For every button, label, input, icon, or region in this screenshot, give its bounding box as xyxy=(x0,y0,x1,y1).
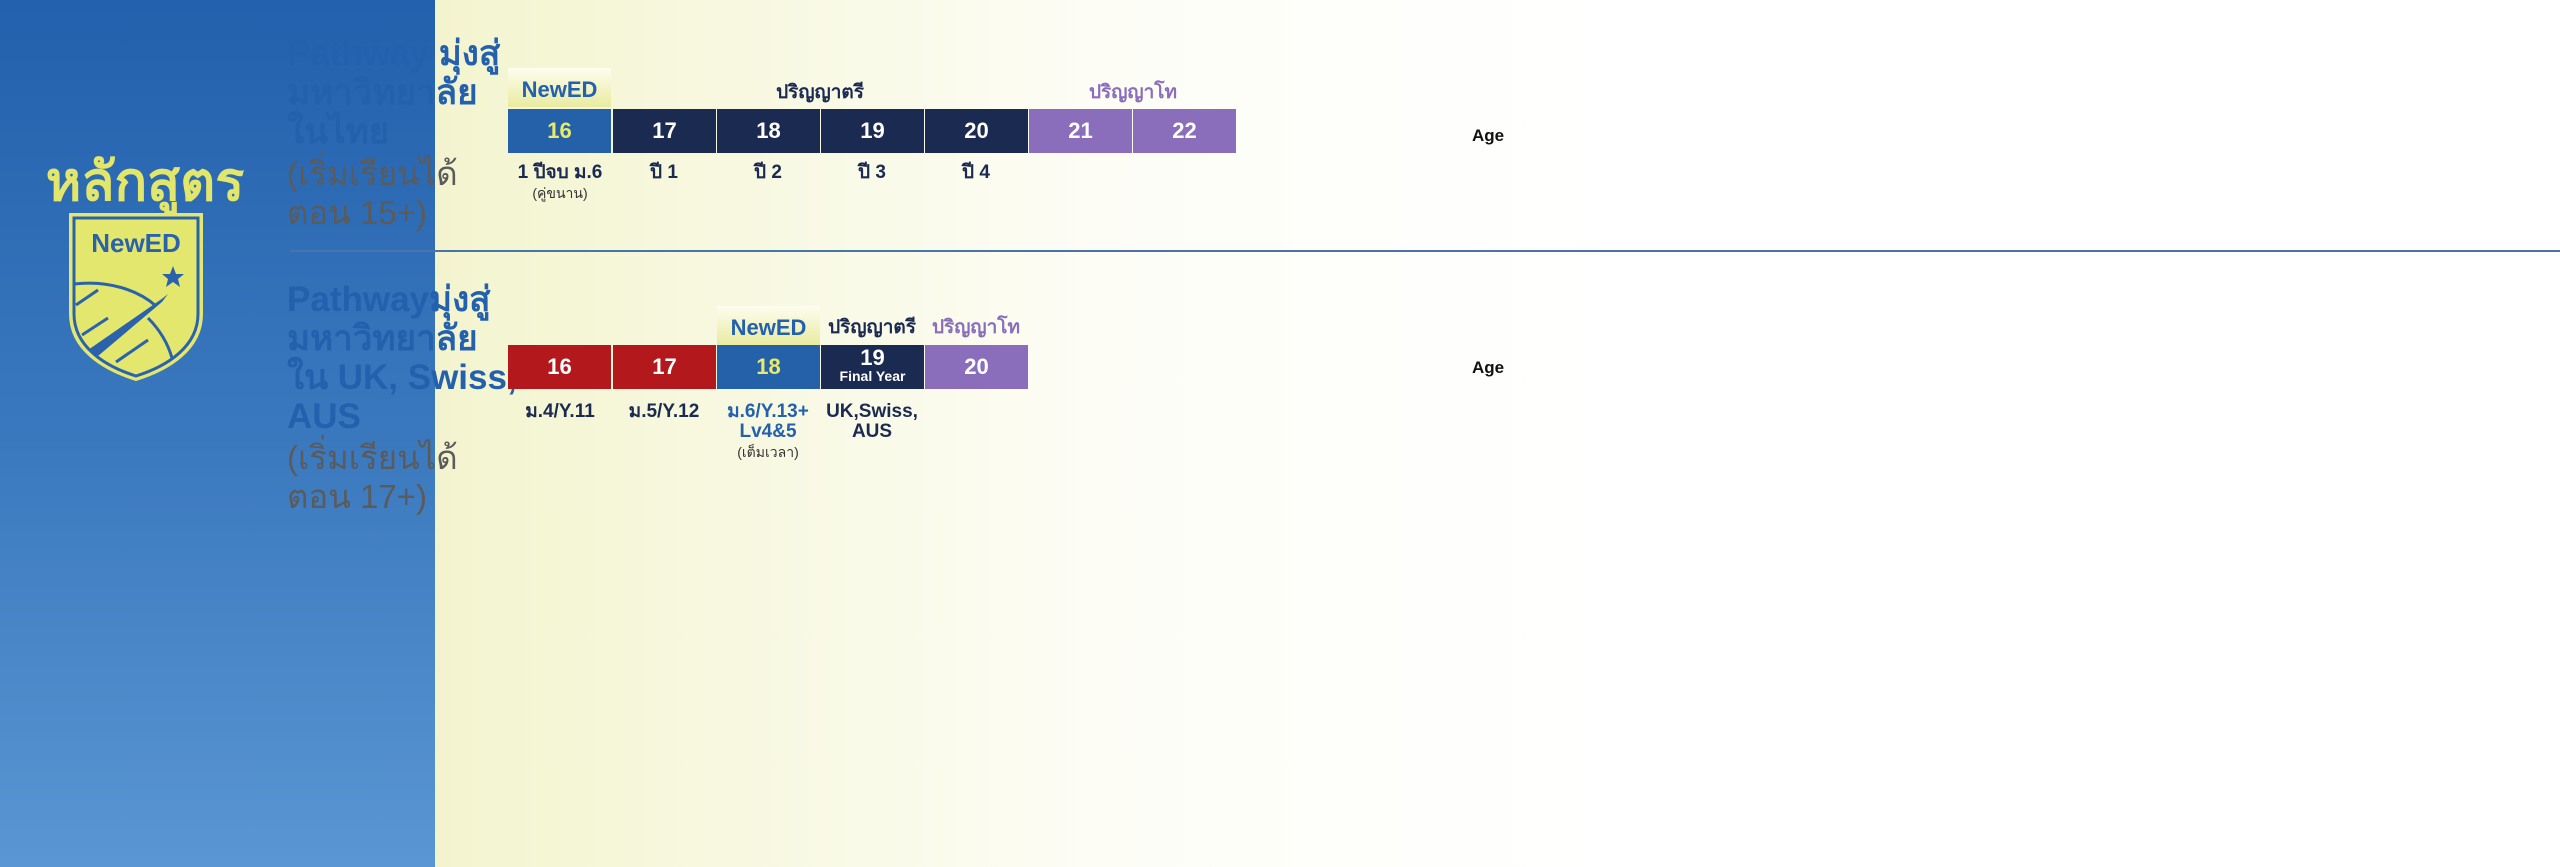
stage-text: UK,Swiss, xyxy=(826,401,918,422)
age-value: 19 xyxy=(860,345,885,370)
stage-label: ม.6/Y.13+ Lv4&5 (เต็มเวลา) xyxy=(698,402,838,462)
age-cell: 18 xyxy=(717,345,820,389)
title-line: Pathwayมุ่งสู่ xyxy=(287,280,491,319)
thai-pathway-title: Pathway มุ่งสู่ มหาวิทยาลัย ในไทย xyxy=(287,34,500,151)
final-year-label: Final Year xyxy=(839,368,906,384)
stage-label: ม.5/Y.12 xyxy=(628,401,700,422)
subtitle-line: (เริ่มเรียนได้ xyxy=(287,439,458,476)
age-cell: 21 xyxy=(1029,109,1132,153)
abroad-pathway-subtitle: (เริ่มเรียนได้ ตอน 17+) xyxy=(287,438,458,516)
title-line: AUS xyxy=(287,397,361,436)
stage-text: 1 ปีจบ ม.6 xyxy=(517,162,603,183)
age-cell: 16 xyxy=(508,109,611,153)
newed-tag: NewED xyxy=(508,68,611,107)
subtitle-line: (เริ่มเรียนได้ xyxy=(287,155,458,192)
age-cell: 19 Final Year xyxy=(821,345,924,389)
stage-text: Lv4&5 xyxy=(739,421,797,442)
age-cell: 20 xyxy=(925,345,1028,389)
title-line: มหาวิทยาลัย xyxy=(287,319,478,358)
title-line: Pathway มุ่งสู่ xyxy=(287,34,501,73)
newed-shield-logo: NewED xyxy=(69,213,203,382)
svg-text:NewED: NewED xyxy=(91,228,181,258)
age-label: Age xyxy=(1472,358,1505,377)
section-divider xyxy=(290,250,2560,252)
subtitle-line: ตอน 17+) xyxy=(287,478,427,515)
title-line: มหาวิทยาลัย xyxy=(287,73,478,112)
subtitle-line: ตอน 15+) xyxy=(287,194,427,231)
stage-text: AUS xyxy=(851,421,893,442)
stage-label: ม.4/Y.11 xyxy=(525,401,595,422)
thai-pathway-subtitle: (เริ่มเรียนได้ ตอน 15+) xyxy=(287,154,458,232)
age-cell: 20 xyxy=(925,109,1028,153)
age-label: Age xyxy=(1472,126,1505,145)
stage-label: ปี 1 xyxy=(650,162,678,183)
stage-label: ปี 3 xyxy=(858,162,886,183)
stage-note: (เต็มเวลา) xyxy=(737,444,799,460)
stage-label: ปี 2 xyxy=(754,162,782,183)
course-heading: หลักสูตร xyxy=(45,152,245,212)
bachelor-label: ปริญญาตรี xyxy=(828,317,916,338)
title-line: ในไทย xyxy=(287,112,390,151)
newed-tag: NewED xyxy=(717,306,820,345)
stage-note: (คู่ขนาน) xyxy=(532,185,588,201)
sidebar-panel: หลักสูตร NewED xyxy=(0,0,435,867)
title-line: ใน UK, Swiss, xyxy=(287,358,517,397)
age-cell: 16 xyxy=(508,345,611,389)
age-cell: 22 xyxy=(1133,109,1236,153)
stage-label: 1 ปีจบ ม.6 (คู่ขนาน) xyxy=(490,163,630,203)
stage-label: UK,Swiss, AUS xyxy=(802,402,942,442)
master-label: ปริญญาโท xyxy=(931,317,1021,338)
master-label: ปริญญาโท xyxy=(1088,82,1178,103)
bachelor-label: ปริญญาตรี xyxy=(776,82,864,103)
age-cell: 19 xyxy=(821,109,924,153)
age-cell: 17 xyxy=(613,345,716,389)
stage-label: ปี 4 xyxy=(962,162,990,183)
age-cell: 17 xyxy=(613,109,716,153)
stage-text: ม.6/Y.13+ xyxy=(727,401,809,422)
abroad-pathway-title: Pathwayมุ่งสู่ มหาวิทยาลัย ใน UK, Swiss,… xyxy=(287,280,517,436)
age-cell: 18 xyxy=(717,109,820,153)
